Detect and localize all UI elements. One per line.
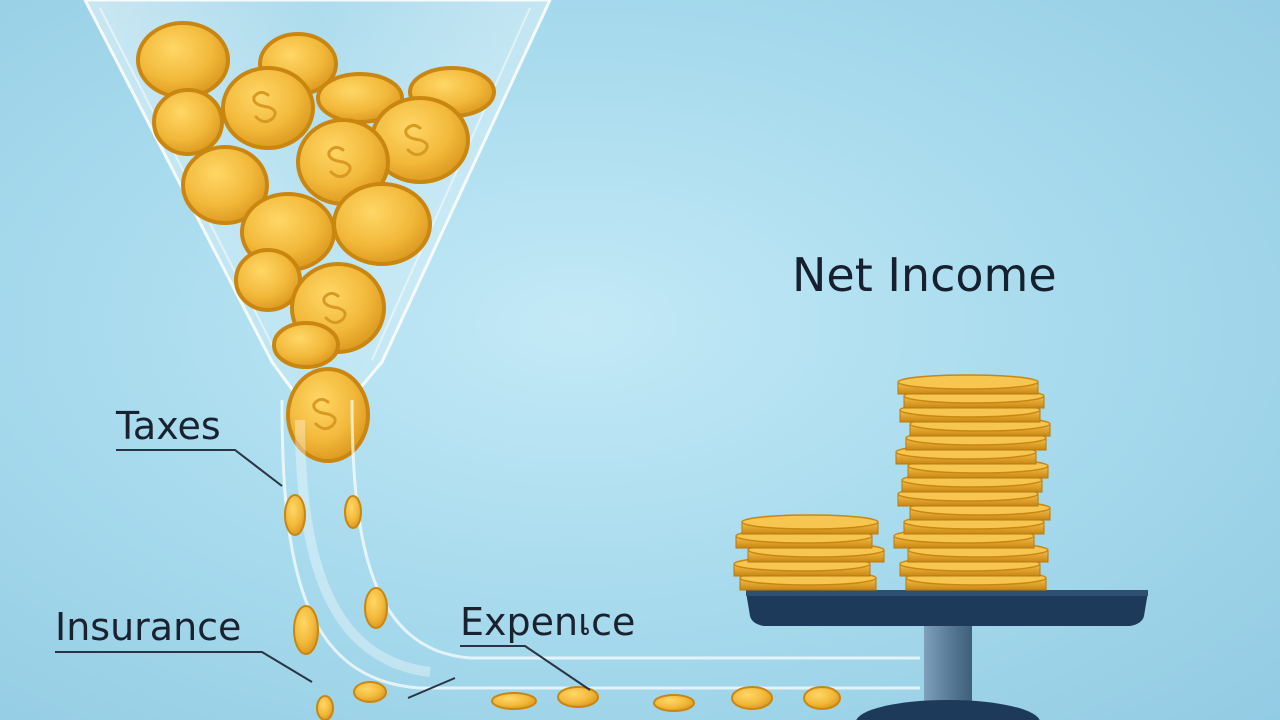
insurance-leader-line [55, 651, 313, 683]
net-income-title: Net Income [792, 248, 1057, 302]
coin-icon [344, 495, 362, 529]
expense-label: Expenเce [460, 600, 636, 644]
funnel-coins [136, 21, 496, 463]
leader-lines [55, 449, 591, 699]
tube-coins [284, 494, 841, 720]
expense-leader-line [460, 645, 591, 691]
coin-icon [152, 88, 224, 156]
coin-icon [234, 248, 302, 312]
coin-icon [332, 182, 432, 266]
taxes-leader-line [116, 449, 283, 487]
insurance-label: Insurance [55, 605, 242, 649]
coin-icon [803, 686, 841, 710]
coin-icon [181, 145, 269, 225]
tube-leader-line [407, 677, 456, 699]
coin-icon [272, 321, 340, 369]
coin-icon [316, 695, 334, 720]
scale-icon [746, 590, 1148, 720]
coin-icon [284, 494, 306, 536]
coin-icon [491, 692, 537, 710]
coin-stacks [733, 374, 1051, 591]
coin-icon [353, 681, 387, 703]
coin-icon [364, 587, 388, 629]
coin-stack-icon [893, 374, 1051, 591]
coin-icon [136, 21, 230, 99]
coin-icon [557, 686, 599, 708]
coin-stack-icon [733, 514, 885, 591]
taxes-label: Taxes [116, 404, 221, 448]
coin-icon [653, 694, 695, 712]
coin-icon [293, 605, 319, 655]
coin-icon [731, 686, 773, 710]
